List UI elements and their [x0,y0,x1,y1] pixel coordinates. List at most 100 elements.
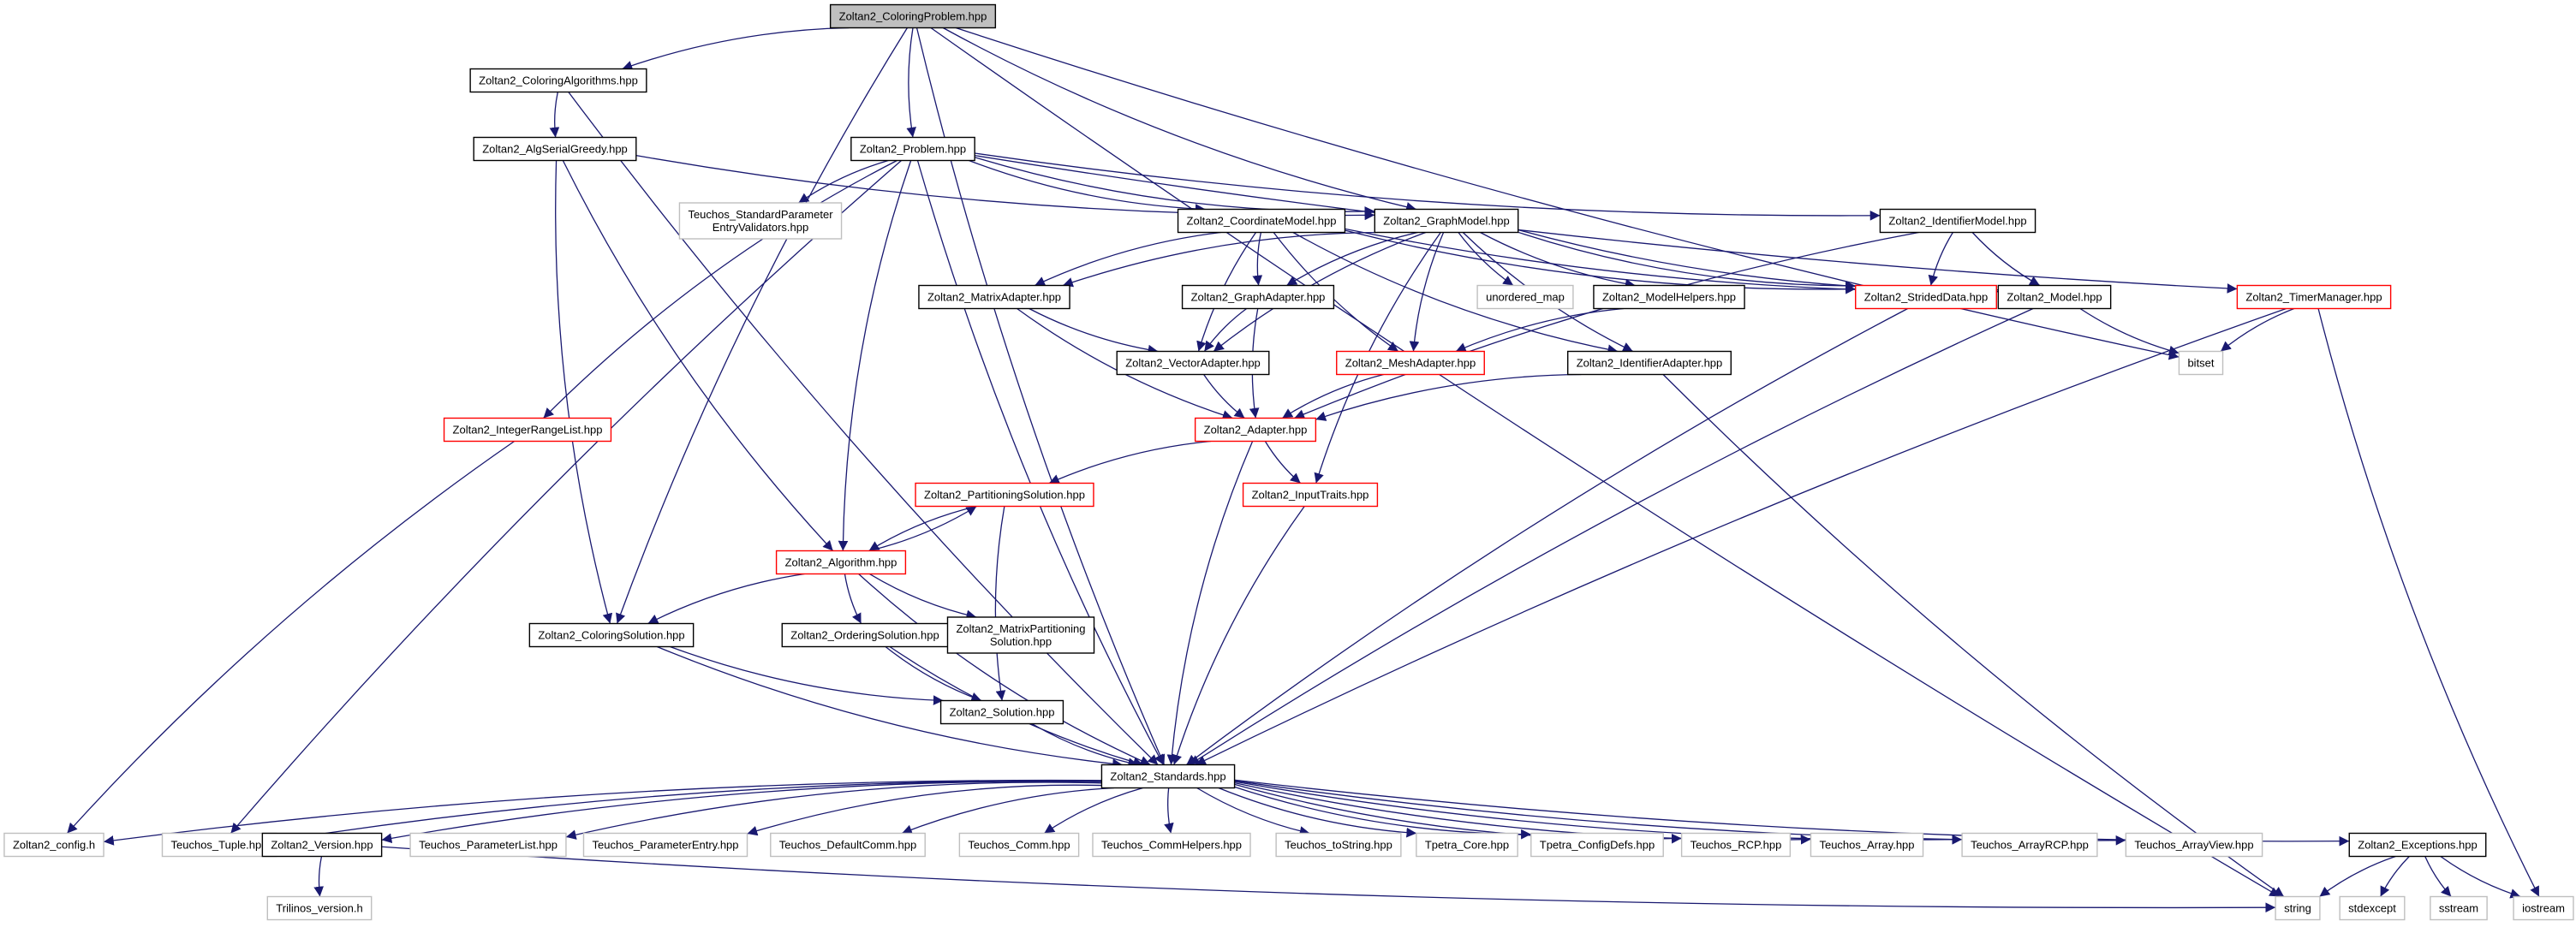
node-label: Zoltan2_IdentifierModel.hpp [1888,214,2026,227]
node-coloringproblem: Zoltan2_ColoringProblem.hpp [829,3,997,29]
edge-identifiermodel-to-model [1971,232,2041,287]
node-label: sstream [2439,901,2478,914]
node-graphmodel[interactable]: Zoltan2_GraphModel.hpp [1374,208,1519,234]
node-label: iostream [2522,901,2565,914]
node-label: Teuchos_Comm.hpp [968,838,1070,851]
node-identifieradapter[interactable]: Zoltan2_IdentifierAdapter.hpp [1567,350,1732,376]
node-box [1855,284,1997,310]
node-inputtraits[interactable]: Zoltan2_InputTraits.hpp [1242,482,1379,508]
node-box [469,68,647,93]
node-box [1476,284,1574,310]
edge-coordinatemodel-to-strideddata [1345,229,1856,294]
node-box [1194,417,1317,443]
node-box [915,482,1094,508]
edge-partitioningsolution-to-algorithm [868,505,977,552]
node-zoltan2_config: Zoltan2_config.h [3,832,104,858]
node-coloringalgorithms[interactable]: Zoltan2_ColoringAlgorithms.hpp [469,68,647,93]
node-timermanager[interactable]: Zoltan2_TimerManager.hpp [2236,284,2392,310]
edge-partitioningsolution-to-solution [994,506,1006,701]
node-label: Teuchos_Tuple.hpp [171,838,268,851]
node-box [2339,895,2406,921]
node-label: Tpetra_Core.hpp [1425,838,1509,851]
node-label: Teuchos_Array.hpp [1819,838,1914,851]
node-iostream: iostream [2513,895,2574,921]
node-exceptions[interactable]: Zoltan2_Exceptions.hpp [2348,832,2487,858]
node-problem[interactable]: Zoltan2_Problem.hpp [850,136,975,162]
node-label: Teuchos_toString.hpp [1285,838,1392,851]
edge-coloringproblem-to-string [930,27,2281,898]
edge-coloringalgorithms-to-algserialgreedy [549,92,560,138]
node-label: Zoltan2_OrderingSolution.hpp [790,628,939,641]
edge-meshadapter-to-adapter [1281,373,1384,419]
edge-modelhelpers-to-meshadapter [1455,307,1625,353]
node-box [1593,284,1745,310]
node-tpetra_core: Tpetra_Core.hpp [1416,832,1518,858]
edge-model-to-standards [1189,307,2034,766]
edge-coloringalgorithms-to-standards [568,92,1159,765]
node-graphadapter[interactable]: Zoltan2_GraphAdapter.hpp [1181,284,1335,310]
node-version[interactable]: Zoltan2_Version.hpp [261,832,383,858]
node-label: Zoltan2_TimerManager.hpp [2245,290,2382,303]
node-standards[interactable]: Zoltan2_Standards.hpp [1100,764,1236,789]
node-label: Zoltan2_MatrixPartitioning [956,622,1085,635]
node-modelhelpers[interactable]: Zoltan2_ModelHelpers.hpp [1593,284,1745,310]
edge-coloringproblem-to-coloringalgorithms [622,27,850,71]
node-coordinatemodel[interactable]: Zoltan2_CoordinateModel.hpp [1177,208,1346,234]
node-label: Zoltan2_AlgSerialGreedy.hpp [482,142,628,155]
node-algorithm[interactable]: Zoltan2_Algorithm.hpp [775,550,907,575]
edge-standards-to-teuchos_defaultcomm [901,787,1114,835]
node-label: stdexcept [2348,901,2396,914]
edge-problem-to-algorithm [838,160,912,551]
node-vectoradapter[interactable]: Zoltan2_VectorAdapter.hpp [1116,350,1270,376]
node-box [850,136,975,162]
edge-standards-to-tpetra_core [1218,787,1417,838]
node-adapter[interactable]: Zoltan2_Adapter.hpp [1194,417,1317,443]
edge-coordinatemodel-to-matrixadapter [1035,231,1221,287]
node-partitioningsolution[interactable]: Zoltan2_PartitioningSolution.hpp [915,482,1094,508]
edge-standards-to-teuchos_parameterlist [565,781,1102,840]
node-box [2348,832,2487,858]
node-box [1336,350,1485,376]
edge-adapter-to-standards [1166,441,1254,765]
edge-timermanager-to-standards [1195,307,2287,766]
edge-standards-to-teuchos_comm [1043,787,1143,835]
node-box [409,832,567,858]
edge-algorithm-to-partitioningsolution [868,505,977,552]
node-coloringsolution[interactable]: Zoltan2_ColoringSolution.hpp [528,622,695,648]
node-label: Zoltan2_ColoringProblem.hpp [839,9,987,22]
node-teuchos_defaultcomm: Teuchos_DefaultComm.hpp [770,832,926,858]
node-algserialgreedy[interactable]: Zoltan2_AlgSerialGreedy.hpp [473,136,637,162]
node-box [582,832,748,858]
node-label: Zoltan2_InputTraits.hpp [1252,488,1369,501]
edge-version-to-trilinos_version [313,856,324,897]
node-meshadapter[interactable]: Zoltan2_MeshAdapter.hpp [1336,350,1485,376]
node-orderingsolution[interactable]: Zoltan2_OrderingSolution.hpp [781,622,949,648]
edge-algorithm-to-orderingsolution [844,573,862,624]
node-model[interactable]: Zoltan2_Model.hpp [1997,284,2112,310]
edge-orderingsolution-to-solution [885,645,982,702]
node-matrixadapter[interactable]: Zoltan2_MatrixAdapter.hpp [918,284,1070,310]
node-box [2430,895,2488,921]
edge-matrixadapter-to-vectoradapter [1029,307,1159,355]
node-identifiermodel[interactable]: Zoltan2_IdentifierModel.hpp [1879,208,2036,234]
node-integerrangelist[interactable]: Zoltan2_IntegerRangeList.hpp [443,417,612,443]
node-label: Zoltan2_Exceptions.hpp [2358,838,2477,851]
edge-graphmodel-to-modelhelpers [1480,231,1636,289]
node-solution[interactable]: Zoltan2_Solution.hpp [939,699,1064,725]
node-box [528,622,695,648]
edge-adapter-to-inputtraits [1264,441,1302,484]
edge-algorithm-to-standards [858,573,1151,766]
edge-integerrangelist-to-zoltan2_config [66,440,515,834]
edge-problem-to-timermanager [975,154,2238,294]
node-label: Zoltan2_ModelHelpers.hpp [1602,290,1736,303]
node-label: Zoltan2_GraphModel.hpp [1383,214,1509,227]
node-label: Zoltan2_IntegerRangeList.hpp [453,423,603,436]
node-bitset: bitset [2178,350,2224,376]
edge-coordinatemodel-to-model [1345,228,1999,297]
node-label: Zoltan2_Algorithm.hpp [785,556,897,568]
edge-vectoradapter-to-adapter [1203,374,1245,419]
edge-exceptions-to-sstream [2424,856,2452,897]
node-strideddata[interactable]: Zoltan2_StridedData.hpp [1855,284,1997,310]
node-unordered_map: unordered_map [1476,284,1574,310]
